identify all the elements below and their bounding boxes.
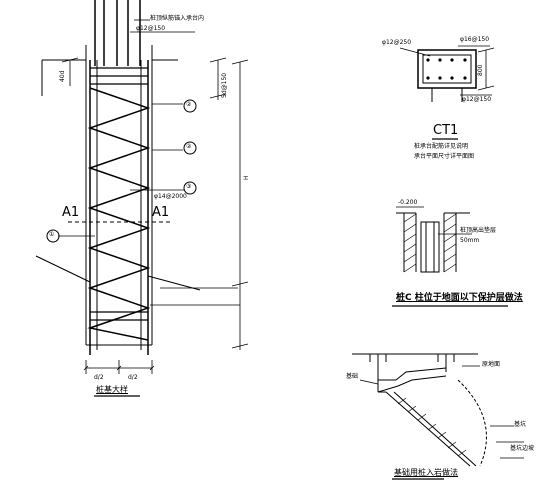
ground-line-left bbox=[35, 255, 91, 283]
foundation-top-line bbox=[352, 353, 478, 362]
foundation-label-bottom: 基坑边坡 bbox=[510, 445, 535, 452]
pile-detail-title: 桩基大样 bbox=[96, 385, 128, 394]
ct1-note-line2: 承台平面尺寸详平面图 bbox=[414, 153, 475, 160]
protection-elevation: -0.200 bbox=[398, 199, 418, 206]
pile-dim-spiral: 5d@150 bbox=[221, 72, 228, 98]
foundation-label-right-2: 基坑 bbox=[514, 421, 527, 428]
ct1-cap-inner bbox=[422, 54, 472, 84]
pile-dim-bottom-left: d/2 bbox=[94, 374, 104, 381]
pile-dim-top: 40d bbox=[59, 70, 66, 82]
foundation-title: 基础用桩入岩做法 bbox=[394, 468, 458, 477]
callout-circle-2b bbox=[183, 141, 197, 155]
section-label-left: A1 bbox=[62, 205, 80, 220]
protection-column bbox=[420, 221, 440, 273]
pile-dim-height: H bbox=[243, 175, 250, 180]
callout-circle-2 bbox=[183, 99, 197, 113]
pile-bottom-dimension bbox=[83, 360, 155, 374]
pile-stirrups-top bbox=[90, 67, 148, 85]
ct1-dim-right: 800 bbox=[477, 64, 484, 76]
protection-side-note: 桩顶高出垫层 bbox=[460, 227, 497, 234]
foundation-rock-arc bbox=[457, 379, 487, 467]
pile-dimension-lines bbox=[61, 57, 249, 350]
foundation-label-right-1: 原地面 bbox=[482, 361, 501, 368]
pile-dim-bottom-right: d/2 bbox=[128, 374, 138, 381]
protection-leaders bbox=[396, 206, 472, 235]
callout-2b-label: ② bbox=[186, 143, 192, 150]
protection-ground bbox=[396, 212, 470, 272]
callout-circle-1 bbox=[46, 229, 60, 243]
callout-2-label: ② bbox=[186, 101, 192, 108]
ct1-rebar-dots bbox=[426, 58, 467, 80]
callout-3-label: ③ bbox=[186, 183, 192, 190]
foundation-hatch bbox=[397, 397, 467, 457]
pile-leaders bbox=[58, 19, 240, 306]
ct1-leaders bbox=[399, 45, 495, 96]
ct1-spec-top-left: φ12@250 bbox=[382, 39, 412, 46]
ct1-pile bbox=[431, 88, 463, 102]
ct1-note-line1: 桩承台配筋详见说明 bbox=[414, 143, 469, 150]
pile-top-rebars bbox=[94, 0, 141, 66]
pile-top-rebar-note: 桩顶纵筋锚入承台内 bbox=[150, 15, 205, 22]
pile-stirrups-bottom bbox=[90, 311, 148, 321]
protection-side-note-2: 50mm bbox=[460, 237, 480, 244]
foundation-label-left: 基础 bbox=[346, 373, 359, 380]
pile-spiral-rebar bbox=[87, 87, 151, 341]
callout-1-label: ① bbox=[49, 231, 55, 238]
ct1-title: CT1 bbox=[433, 123, 459, 138]
foundation-leaders bbox=[359, 365, 524, 459]
ct1-spec-bottom: φ12@150 bbox=[462, 96, 492, 103]
pile-cap-outline bbox=[41, 45, 178, 345]
section-label-right: A1 bbox=[152, 205, 170, 220]
protection-hatch bbox=[403, 213, 457, 273]
foundation-slope bbox=[378, 391, 477, 467]
ct1-spec-top-right: φ16@150 bbox=[460, 36, 490, 43]
pile-spiral-spec: φ14@2000 bbox=[154, 193, 187, 200]
pile-spacing-top: φ12@150 bbox=[136, 25, 166, 32]
callout-circle-3 bbox=[183, 181, 197, 195]
foundation-cap bbox=[377, 354, 447, 393]
protection-title: 桩C 柱位于地面以下保护层做法 bbox=[396, 293, 523, 303]
ct1-cap-outline bbox=[417, 49, 477, 89]
